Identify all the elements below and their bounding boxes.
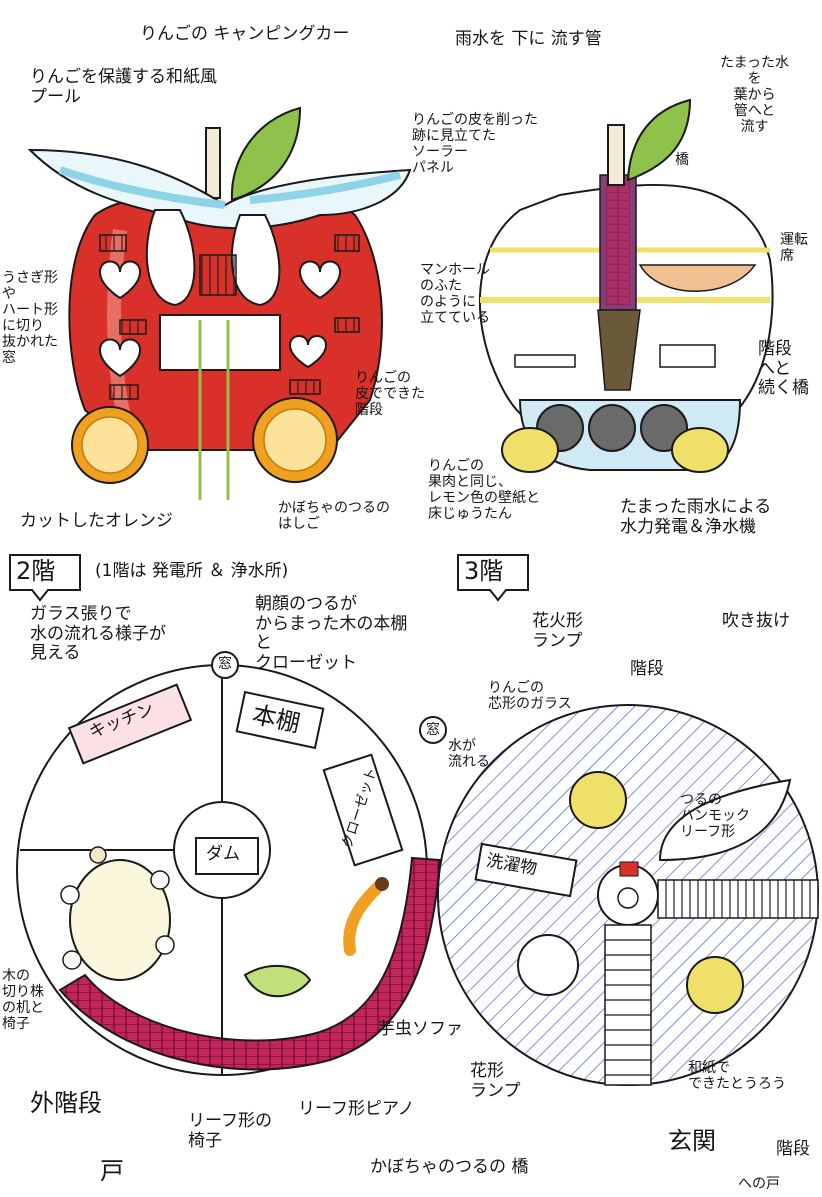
label-bridge-small: 橋 (675, 152, 689, 168)
pumpkin-vine-ladder (198, 320, 230, 500)
label-floor2: 2階 (16, 557, 56, 585)
label-window-side: 窓 (426, 722, 440, 738)
apple-leaf (230, 106, 302, 202)
label-caterpillar-sofa: 芋虫ソファ (378, 1019, 463, 1039)
label-solar-panel: りんごの皮を削った 跡に見立てた ソーラー パネル (412, 112, 538, 177)
label-washi-lantern: 和紙で できたとうろう (688, 1060, 786, 1093)
label-outer-stairs: 外階段 (30, 1089, 102, 1117)
label-leaf-to-pipe: たまった水 を 葉から 管へと 流す (720, 55, 790, 136)
washi-lantern (686, 956, 744, 1014)
label-manhole-table: マンホール のふた のように 立てている (420, 262, 490, 327)
label-entrance: 玄関 (668, 1127, 716, 1155)
label-atrium: 吹き抜け (722, 611, 790, 631)
label-window-top: 窓 (218, 656, 232, 672)
label-fireworks-lamp: 花火形 ランプ (532, 611, 583, 651)
label-door: 戸 (100, 1157, 124, 1185)
label-hammock: つるの ハンモック リーフ形 (680, 792, 750, 841)
label-stairs3: 階段 (630, 659, 664, 679)
label-washi-pool: りんごを保護する和紙風 プール (30, 67, 217, 107)
label-lemon-wallpaper: りんごの 果肉と同じ、 レモン色の壁紙と 床じゅうたん (428, 458, 540, 523)
label-pumpkin-bridge: かぼちゃのつるの 橋 (370, 1157, 529, 1177)
apple-camping-car (27, 106, 412, 500)
flower-lamp (517, 934, 579, 996)
label-stairs-to-bridge: 階段 へと 続く橋 (758, 339, 809, 399)
label-core-glass: りんごの 芯形のガラス (488, 680, 572, 713)
label-floor3: 3階 (464, 557, 504, 585)
label-water-flows: 水が 流れる (448, 738, 490, 771)
label-flower-lamp: 花形 ランプ (470, 1061, 521, 1101)
label-rain-pipe: 雨水を 下に 流す管 (455, 29, 602, 49)
label-stairs-bottom: 階段 (776, 1139, 810, 1159)
apple-stem (205, 127, 221, 199)
label-leaf-chair: リーフ形の 椅子 (188, 1111, 272, 1151)
label-door-bottom: への戸 (738, 1176, 780, 1192)
fireworks-lamp (569, 771, 627, 829)
label-glass-water: ガラス張りで 水の流れる様子が 見える (30, 604, 166, 664)
orange-wheel-left (71, 406, 149, 484)
label-pumpkin-ladder: かぼちゃのつるの はしご (278, 500, 390, 533)
label-driver-seat: 運転 席 (780, 232, 808, 265)
label-peel-stairs: りんごの 皮でできた 階段 (355, 370, 425, 419)
label-orange-wheels: カットしたオレンジ (20, 511, 173, 531)
label-stump-desk: 木の 切り株 の机と 椅子 (2, 968, 44, 1033)
label-floor1-note: (1階は 発電所 ＆ 浄水所) (95, 561, 289, 581)
label-leaf-piano: リーフ形ピアノ (298, 1099, 415, 1119)
orange-wheel-right (252, 397, 338, 483)
label-camping-car: りんごの キャンピングカー (140, 24, 350, 44)
label-hydro-power: たまった雨水による 水力発電＆浄水機 (620, 497, 772, 537)
floor3-plan (437, 704, 819, 1086)
label-dam: ダム (206, 844, 240, 864)
apple-cross-section (479, 98, 774, 473)
label-rabbit-heart-windows: うさぎ形 や ハート形 に切り 抜かれた 窓 (2, 270, 58, 367)
label-morning-glory-shelf: 朝顔のつるが からまった木の本棚 と クローゼット (255, 594, 408, 673)
